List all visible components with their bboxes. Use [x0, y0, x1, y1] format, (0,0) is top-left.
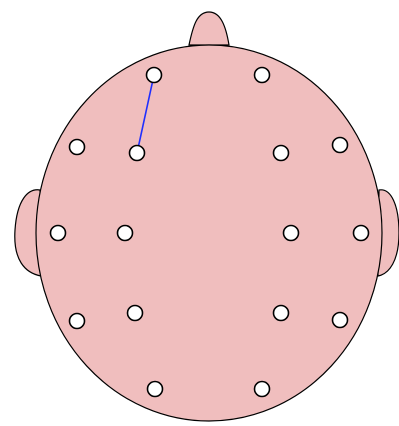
electrode-lower-mid-left[interactable] — [128, 306, 143, 321]
electrode-back-left[interactable] — [148, 382, 163, 397]
scalp — [36, 45, 382, 421]
electrode-middle-far-left[interactable] — [51, 226, 66, 241]
head-outline-group — [15, 12, 399, 421]
electrode-middle-mid-right[interactable] — [284, 226, 299, 241]
electrode-lower-far-right[interactable] — [333, 313, 348, 328]
electrode-front-right[interactable] — [255, 68, 270, 83]
electrode-upper-far-left[interactable] — [70, 140, 85, 155]
electrode-lower-far-left[interactable] — [70, 314, 85, 329]
electrode-back-right[interactable] — [255, 382, 270, 397]
electrode-upper-mid-left[interactable] — [130, 146, 145, 161]
electrode-upper-mid-right[interactable] — [274, 146, 289, 161]
nose — [189, 12, 229, 45]
electrode-front-left[interactable] — [147, 68, 162, 83]
electrode-lower-mid-right[interactable] — [274, 306, 289, 321]
electrode-middle-far-right[interactable] — [354, 226, 369, 241]
electrode-upper-far-right[interactable] — [333, 138, 348, 153]
electrode-middle-mid-left[interactable] — [118, 226, 133, 241]
